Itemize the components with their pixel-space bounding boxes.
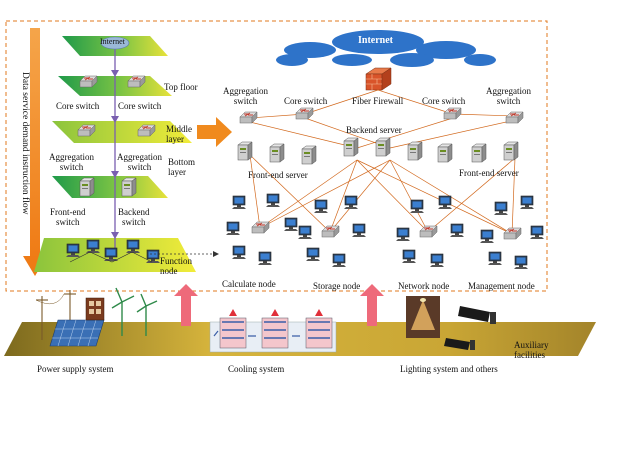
flow-label: Data service demand instruction flow (20, 72, 30, 215)
aggregation-switch-label: Aggregation switch (223, 86, 268, 106)
cooling-unit-icon (209, 309, 337, 353)
camera-icon (444, 306, 496, 350)
switch-icon (239, 111, 258, 124)
backend-switch-label: Backend switch (118, 207, 150, 227)
top-floor-label: Top floor (164, 82, 198, 92)
core-switch-label: Core switch (284, 96, 328, 106)
lamp-icon (406, 296, 440, 338)
front-end-switch-label: Front-end switch (50, 207, 86, 227)
solar-panel-icon (49, 319, 105, 347)
stack-devices (65, 75, 161, 264)
auxiliary-facilities-label: Auxiliary facilities (514, 340, 549, 360)
cloud-icon (276, 30, 496, 67)
core-switch-label: Core switch (422, 96, 466, 106)
management-node-cluster (479, 195, 545, 270)
stack-internet-label: Internet (100, 37, 125, 46)
switch-icon (295, 107, 314, 120)
system-boundary (5, 20, 548, 292)
storage-node-label: Storage node (313, 281, 361, 291)
calculate-node-label: Calculate node (222, 279, 276, 289)
middle-layer-label: Middle layer (166, 124, 192, 144)
management-node-label: Management node (468, 281, 535, 291)
server-row (237, 137, 519, 165)
switch-icon (505, 111, 524, 124)
storage-node-cluster (297, 195, 367, 268)
firewall-icon (365, 67, 392, 91)
front-end-server-label: Front-end server (459, 168, 519, 178)
up-arrow-right (360, 284, 384, 326)
aggregation-switch-label: Aggregation switch (49, 152, 94, 172)
network-links (249, 89, 516, 235)
switch-icon (443, 107, 462, 120)
front-end-server-label: Front-end server (248, 170, 308, 180)
wind-turbine-icon (111, 287, 158, 336)
aggregation-switch-label: Aggregation switch (117, 152, 162, 172)
fiber-firewall-label: Fiber Firewall (352, 96, 404, 106)
bottom-layer-label: Bottom layer (168, 157, 196, 177)
network-node-cluster (395, 195, 465, 268)
aggregation-switch-label: Aggregation switch (486, 86, 531, 106)
backend-server-label: Backend server (346, 125, 402, 135)
core-switch-label: Core switch (118, 101, 162, 111)
core-switch-label: Core switch (56, 101, 100, 111)
calculate-node-cluster (225, 193, 299, 266)
cooling-label: Cooling system (228, 364, 285, 374)
power-supply-label: Power supply system (37, 364, 114, 374)
lighting-label: Lighting system and others (400, 364, 498, 374)
up-arrow-left (174, 284, 198, 326)
network-node-label: Network node (398, 281, 450, 291)
power-cabinet (85, 297, 105, 321)
transition-arrow (197, 117, 232, 147)
function-node-label: Function node (160, 256, 193, 276)
internet-label: Internet (358, 35, 393, 46)
